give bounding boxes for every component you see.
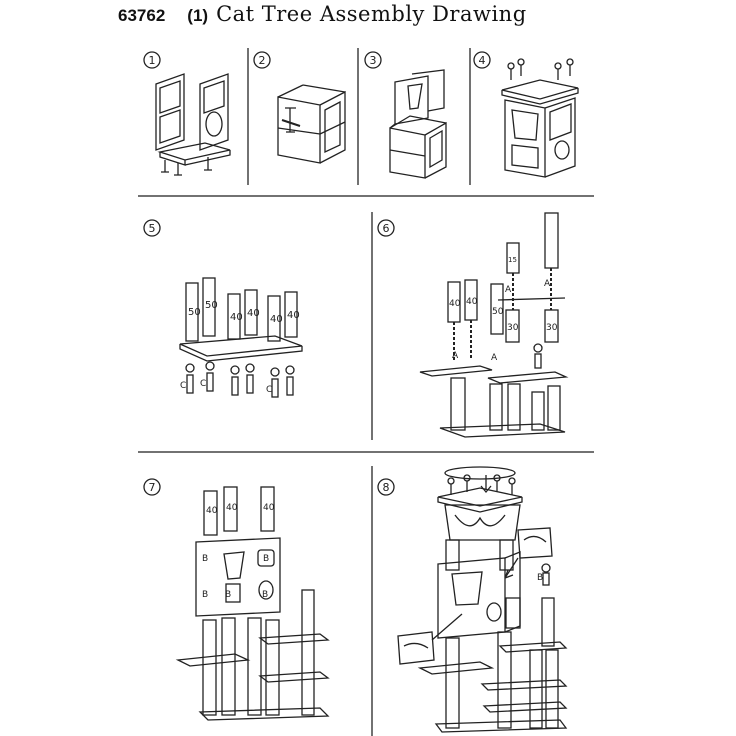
svg-text:8: 8 xyxy=(383,481,390,494)
svg-text:3: 3 xyxy=(370,54,377,67)
step-7-illustration: 40 40 40 B B B B B xyxy=(175,486,330,721)
svg-text:15: 15 xyxy=(508,256,517,264)
svg-text:40: 40 xyxy=(247,308,260,319)
svg-text:50: 50 xyxy=(205,300,218,311)
svg-text:40: 40 xyxy=(466,297,478,307)
step-marker-2: 2 xyxy=(253,51,271,69)
svg-text:30: 30 xyxy=(507,323,519,333)
svg-text:1: 1 xyxy=(149,54,156,67)
step-1-illustration xyxy=(155,73,231,176)
bolt-icon xyxy=(533,343,543,369)
svg-text:40: 40 xyxy=(287,310,300,321)
screw-icon xyxy=(447,474,516,495)
svg-text:B: B xyxy=(537,573,543,583)
step-marker-4: 4 xyxy=(473,51,491,69)
svg-text:40: 40 xyxy=(263,503,275,513)
sheet-number: (1) xyxy=(187,6,209,25)
svg-text:40: 40 xyxy=(206,506,218,516)
svg-text:50: 50 xyxy=(492,307,504,317)
svg-text:C: C xyxy=(266,385,272,395)
product-code: 63762 xyxy=(118,6,166,25)
svg-text:30: 30 xyxy=(546,323,558,333)
svg-text:40: 40 xyxy=(270,314,283,325)
svg-text:A: A xyxy=(491,353,498,363)
step-marker-7: 7 xyxy=(143,478,161,496)
step-5-illustration: 50 50 40 40 40 40 C C C xyxy=(179,277,303,398)
svg-text:4: 4 xyxy=(479,54,486,67)
bolt-icon xyxy=(185,361,295,398)
svg-text:40: 40 xyxy=(449,299,461,309)
svg-text:B: B xyxy=(262,590,268,600)
svg-text:B: B xyxy=(225,590,231,600)
svg-text:C: C xyxy=(180,381,186,391)
step-marker-8: 8 xyxy=(377,478,395,496)
step-marker-1: 1 xyxy=(143,51,161,69)
svg-text:40: 40 xyxy=(226,503,238,513)
svg-text:B: B xyxy=(202,554,208,564)
svg-text:2: 2 xyxy=(259,54,266,67)
page-title: Cat Tree Assembly Drawing xyxy=(216,2,527,26)
step-3-illustration xyxy=(389,69,447,179)
step-marker-3: 3 xyxy=(364,51,382,69)
svg-text:C: C xyxy=(200,379,206,389)
step-marker-6: 6 xyxy=(377,219,395,237)
step-8-illustration: B xyxy=(397,466,568,733)
svg-text:40: 40 xyxy=(230,312,243,323)
step-4-illustration xyxy=(501,58,579,178)
svg-text:A: A xyxy=(452,351,459,361)
svg-text:A: A xyxy=(505,285,512,295)
post-size-labels-6: 40 40 50 30 30 15 A A A A xyxy=(449,256,558,363)
svg-text:6: 6 xyxy=(383,222,390,235)
screw-icon xyxy=(507,58,574,80)
svg-text:B: B xyxy=(202,590,208,600)
step-6-illustration: 40 40 50 30 30 15 A A A A xyxy=(419,212,569,438)
bolt-icon xyxy=(541,563,551,586)
svg-text:5: 5 xyxy=(149,222,156,235)
document-header: 63762 (1) Cat Tree Assembly Drawing xyxy=(118,2,527,28)
post-size-labels-7: 40 40 40 B B B B B xyxy=(202,503,275,600)
post-size-labels: 50 50 40 40 40 40 xyxy=(188,300,300,325)
svg-text:B: B xyxy=(263,554,269,564)
hardware-labels: C C C xyxy=(180,379,272,395)
step-2-illustration xyxy=(277,84,346,164)
panel-dividers xyxy=(138,48,594,736)
svg-text:50: 50 xyxy=(188,307,201,318)
step-marker-5: 5 xyxy=(143,219,161,237)
svg-text:7: 7 xyxy=(149,481,156,494)
svg-text:A: A xyxy=(544,279,551,289)
